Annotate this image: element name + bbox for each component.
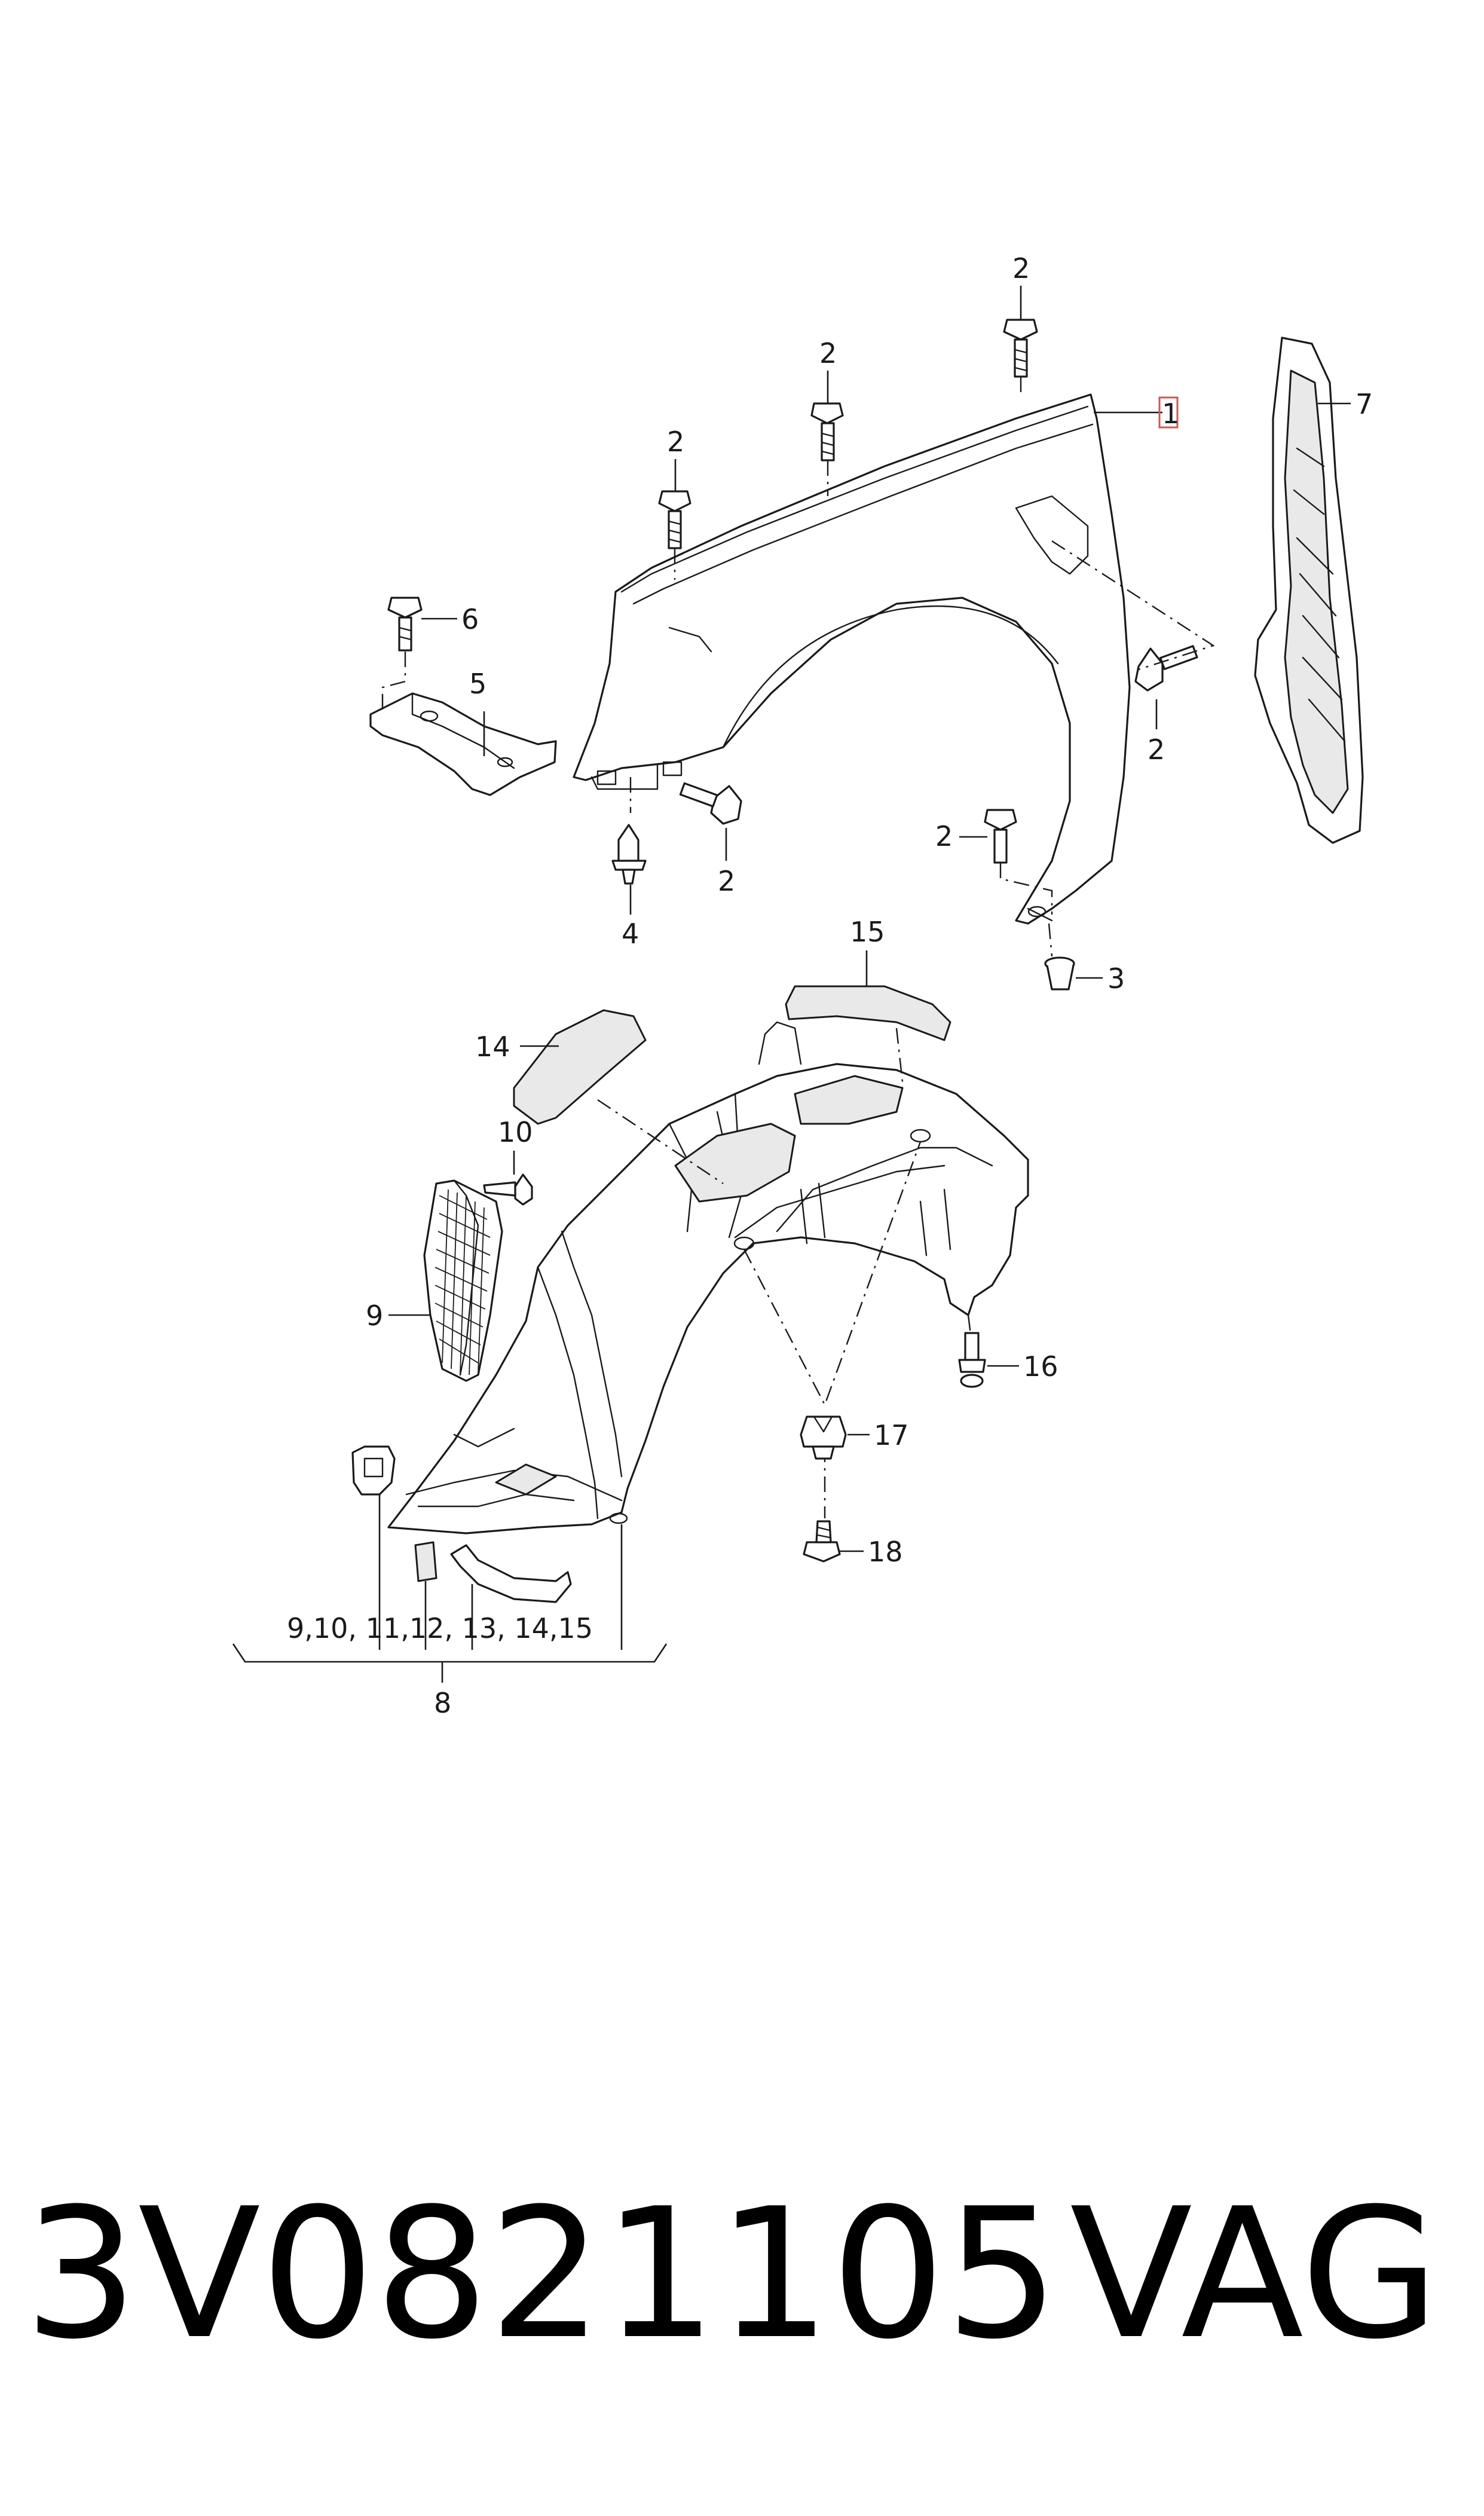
tapping-screw-icon[interactable]	[803, 1520, 841, 1563]
callout-labels: 1 2 2 2 2 2 2 3 4 5 6 7 15 14 10 9 16 17…	[287, 252, 1373, 1719]
callout-clip[interactable]: 4	[622, 918, 639, 950]
callout-bolt-right[interactable]: 2	[1148, 733, 1165, 766]
grille-screw-icon[interactable]	[483, 1173, 533, 1206]
footer-brand: VAG	[1070, 2170, 1440, 2379]
bolt-icon-group	[658, 319, 1198, 864]
bolt-icon[interactable]	[1003, 319, 1038, 378]
callout-bolt-mid[interactable]: 2	[667, 426, 684, 458]
callout-nut[interactable]: 3	[1107, 962, 1125, 995]
bolt-icon[interactable]	[679, 782, 742, 825]
pad-rear[interactable]	[785, 985, 951, 1041]
callout-grille-screw[interactable]: 10	[498, 1116, 533, 1148]
callout-fender[interactable]: 1	[1162, 398, 1179, 430]
clip-11-icon[interactable]	[351, 1445, 396, 1496]
bolt-icon[interactable]	[984, 809, 1017, 864]
grille-panel[interactable]	[423, 1179, 503, 1382]
bracket-bolt-icon[interactable]	[387, 597, 423, 652]
bolt-icon[interactable]	[1134, 645, 1198, 692]
nut-icon[interactable]	[1044, 956, 1075, 990]
spreader-nut-icon[interactable]	[800, 1416, 847, 1460]
callout-bolt-lower[interactable]: 2	[718, 865, 735, 897]
callout-grille[interactable]: 9	[366, 1300, 383, 1332]
fender-guide-lines	[629, 377, 1215, 957]
bolt-icon[interactable]	[658, 490, 691, 549]
bolt-icon[interactable]	[810, 402, 844, 461]
callout-spreader-nut[interactable]: 17	[874, 1419, 909, 1451]
callout-bracket[interactable]: 5	[469, 668, 486, 700]
callout-liner-assembly[interactable]: 8	[434, 1687, 451, 1719]
fender-panel[interactable]	[573, 393, 1131, 925]
bracket-icon[interactable]	[369, 692, 557, 796]
callout-pad-front[interactable]: 14	[475, 1031, 510, 1063]
wheel-arch-liner[interactable]	[387, 1021, 1029, 1534]
callout-pad-rear[interactable]: 15	[850, 916, 885, 948]
footer-part-number: 3V0821105	[24, 2170, 1060, 2379]
callout-tapping-screw[interactable]: 18	[868, 1536, 903, 1568]
rivet-icon[interactable]	[958, 1332, 986, 1388]
clip-13-icon[interactable]	[450, 1544, 572, 1603]
clip-12-icon[interactable]	[414, 1541, 437, 1582]
callout-seal[interactable]: 7	[1356, 388, 1373, 420]
bracket-guide-line	[381, 652, 406, 711]
callout-bolt-rear[interactable]: 2	[935, 820, 953, 852]
pad-front[interactable]	[513, 1009, 647, 1125]
leader-lines	[232, 286, 1351, 1683]
callout-highlight-box	[1158, 396, 1179, 429]
callout-rivet[interactable]: 16	[1023, 1350, 1058, 1383]
seal-strip[interactable]	[1254, 337, 1364, 844]
callout-bracket-bolt[interactable]: 6	[461, 603, 479, 635]
callout-bolt-upper[interactable]: 2	[819, 337, 837, 369]
callout-bolt-top[interactable]: 2	[1012, 252, 1030, 285]
clip-icon[interactable]	[611, 824, 647, 885]
callout-group-list[interactable]: 9,10, 11,12, 13, 14,15	[287, 1612, 593, 1644]
